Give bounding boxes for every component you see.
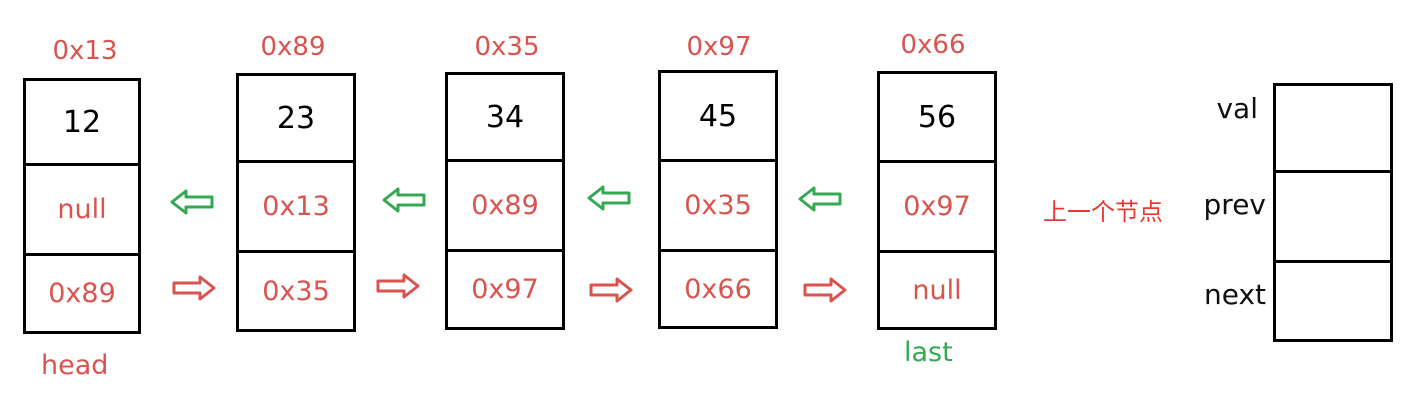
next-cell: 0x66 (661, 249, 775, 326)
next-arrow-icon (803, 277, 847, 303)
node-value: 34 (485, 99, 525, 135)
val-cell: 56 (880, 74, 994, 160)
prev-arrow-icon (170, 189, 214, 215)
next-cell: 0x97 (448, 249, 562, 327)
legend-prev-note: 上一个节点 (1043, 198, 1163, 226)
node-address: 0x89 (260, 32, 326, 62)
legend-val-cell (1276, 86, 1390, 170)
node-box: 34 0x89 0x97 (445, 72, 565, 330)
next-cell: 0x89 (26, 253, 138, 331)
legend-val-label: val (1216, 92, 1258, 125)
next-pointer: 0x97 (471, 274, 539, 305)
prev-cell: null (26, 163, 138, 253)
last-label: last (904, 337, 953, 368)
prev-arrow-icon (382, 187, 426, 213)
legend-node-box (1273, 83, 1393, 342)
node-value: 56 (917, 99, 957, 135)
next-cell: null (880, 250, 994, 327)
node-address: 0x13 (52, 36, 118, 66)
node-box: 56 0x97 null (877, 71, 997, 330)
prev-pointer: 0x97 (903, 191, 971, 222)
next-pointer: 0x35 (262, 275, 330, 307)
node-value: 12 (62, 104, 102, 140)
node-value: 23 (276, 100, 316, 136)
prev-pointer: 0x35 (684, 190, 752, 221)
prev-arrow-icon (798, 186, 842, 212)
next-pointer: null (912, 274, 962, 306)
legend-next-label: next (1203, 278, 1266, 311)
prev-cell: 0x89 (448, 159, 562, 249)
next-arrow-icon (376, 273, 420, 299)
prev-cell: 0x97 (880, 160, 994, 250)
prev-pointer: null (57, 194, 107, 225)
legend-prev-cell (1276, 170, 1390, 260)
next-arrow-icon (172, 275, 216, 301)
prev-arrow-icon (587, 185, 631, 211)
node-box: 12 null 0x89 (23, 78, 141, 334)
legend-prev-label: prev (1203, 188, 1266, 221)
val-cell: 34 (448, 75, 562, 159)
prev-pointer: 0x13 (262, 191, 330, 222)
next-arrow-icon (589, 277, 633, 303)
val-cell: 45 (661, 73, 775, 159)
next-pointer: 0x66 (684, 273, 752, 305)
legend-next-cell (1276, 260, 1390, 339)
node-address: 0x35 (474, 32, 540, 62)
prev-cell: 0x35 (661, 159, 775, 249)
node-box: 23 0x13 0x35 (236, 73, 356, 332)
next-pointer: 0x89 (48, 278, 116, 309)
head-label: head (41, 350, 109, 381)
next-cell: 0x35 (239, 250, 353, 329)
node-address: 0x97 (686, 32, 752, 62)
node-box: 45 0x35 0x66 (658, 70, 778, 329)
prev-cell: 0x13 (239, 160, 353, 250)
node-address: 0x66 (900, 30, 966, 60)
prev-pointer: 0x89 (471, 190, 539, 221)
node-value: 45 (698, 98, 738, 134)
val-cell: 23 (239, 76, 353, 160)
val-cell: 12 (26, 81, 138, 163)
